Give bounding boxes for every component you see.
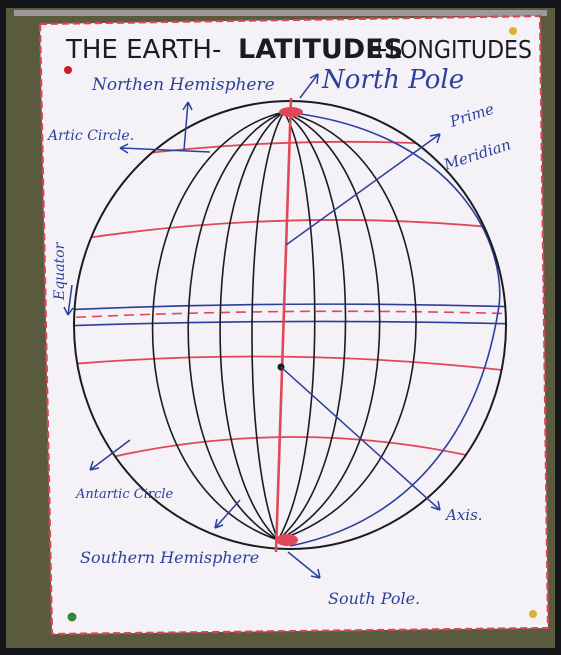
label-axis: Axis.: [444, 506, 483, 524]
label-arctic-circle: Artic Circle.: [46, 128, 134, 144]
label-south-pole: South Pole.: [328, 589, 420, 608]
north-pole-marker: [279, 107, 303, 117]
pin-red: [64, 66, 72, 74]
pin-yellow-top: [509, 27, 517, 35]
label-antarctic-circle: Antartic Circle: [75, 487, 174, 502]
title-part-3: +LONGITUDES: [370, 35, 532, 64]
label-northern-hemisphere: Northen Hemisphere: [91, 75, 275, 95]
board-top-strip: [14, 10, 547, 16]
south-pole-marker: [276, 534, 298, 546]
label-equator: Equator: [52, 241, 68, 301]
title-part-1: THE EARTH-: [65, 35, 221, 65]
pin-yellow-bottom: [529, 610, 537, 618]
label-north-pole: North Pole: [321, 65, 464, 95]
label-southern-hemisphere: Southern Hemisphere: [80, 548, 259, 567]
pin-green: [68, 613, 77, 622]
